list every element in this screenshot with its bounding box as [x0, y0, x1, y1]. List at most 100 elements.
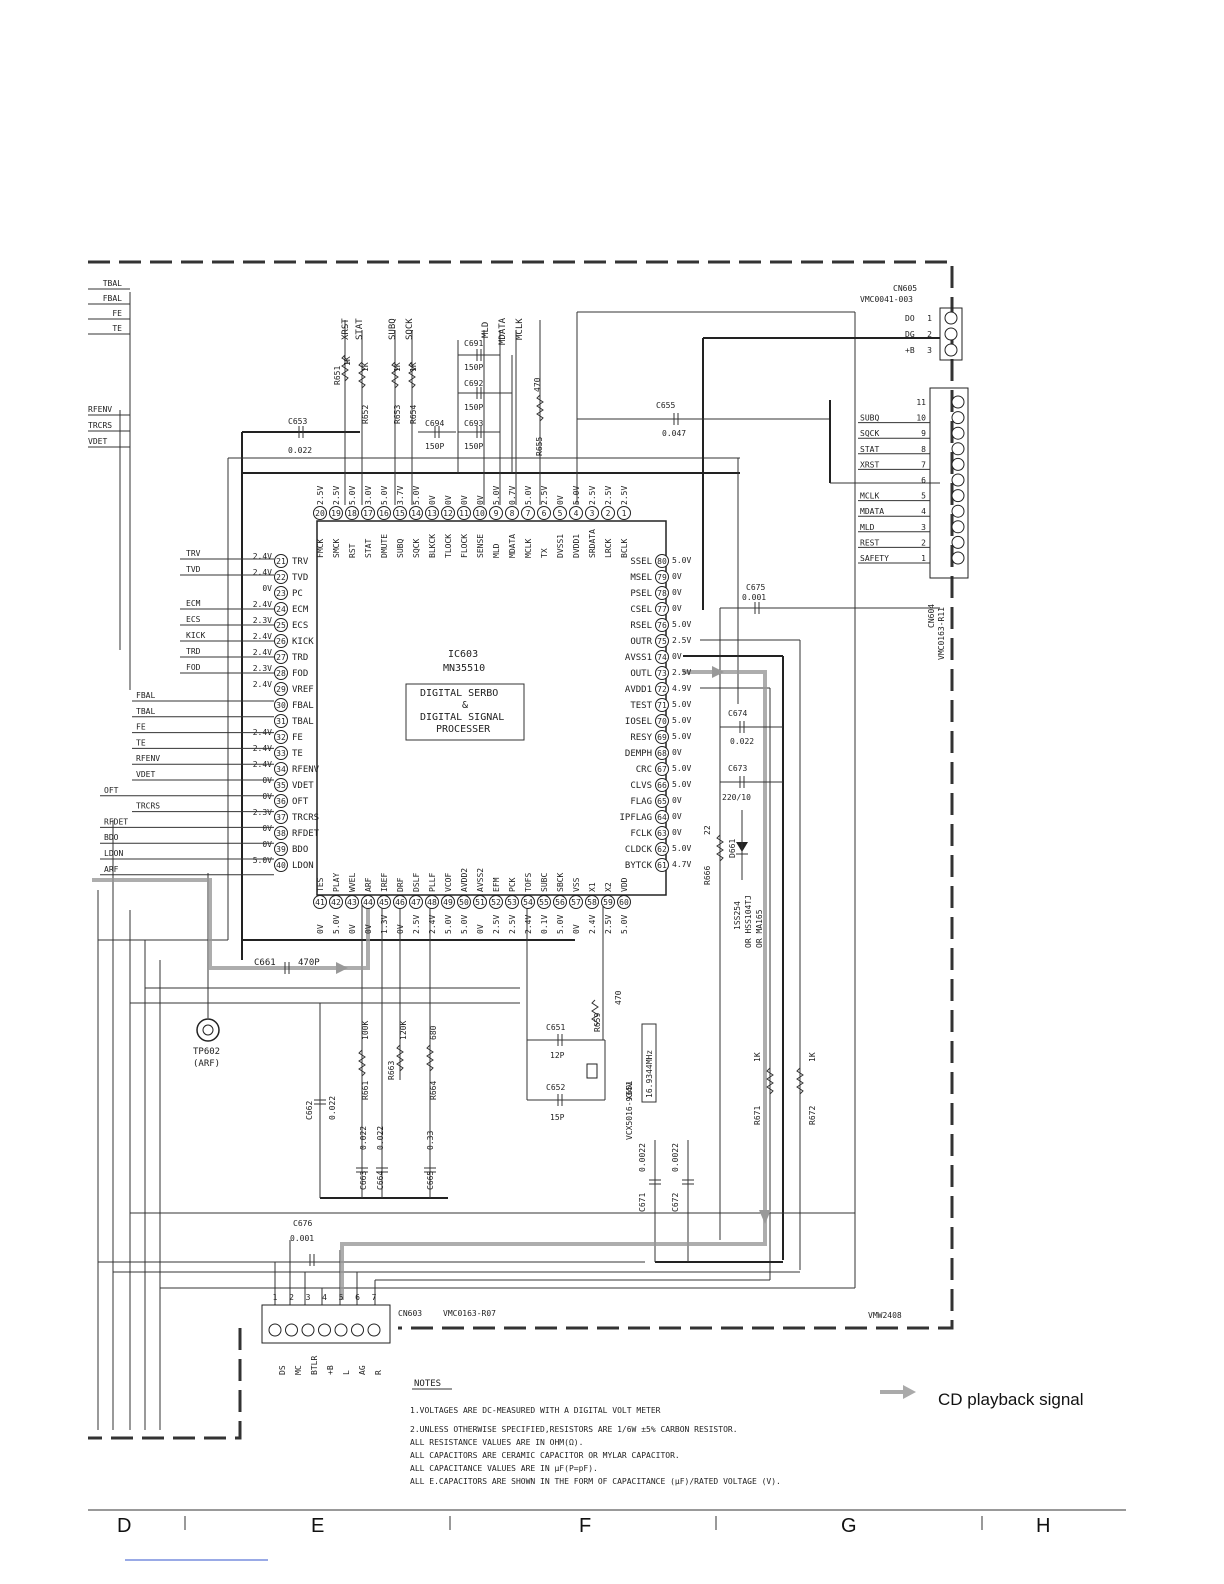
- ic-pin-number: 76: [657, 621, 667, 630]
- ic-pin-name: ECS: [292, 621, 308, 631]
- r653-ref: R653: [393, 405, 402, 424]
- r654-value: 1K: [409, 362, 418, 372]
- ic-pin-34: [274, 762, 288, 776]
- ic-pin-59: [601, 895, 615, 909]
- cn603-pin: [268, 1323, 282, 1337]
- ic-pin-number: 27: [276, 653, 286, 662]
- ic-pin-number: 14: [411, 509, 421, 518]
- ic-pin-48: [425, 895, 439, 909]
- ic-pin-number: 10: [475, 509, 485, 518]
- ic-pin-voltage: 0V: [672, 588, 682, 597]
- ic-pin-33: [274, 746, 288, 760]
- c661-ref: C661: [254, 958, 276, 968]
- cn605-pin-number: 3: [927, 346, 932, 355]
- c662-ref: C662: [305, 1101, 314, 1120]
- ic-pin-voltage: 2.5V: [332, 486, 341, 505]
- ic603-body: [316, 520, 667, 896]
- cn604-pin-number: 10: [916, 414, 926, 423]
- c676-value: 0.001: [290, 1234, 314, 1243]
- cn604-pin-number: 2: [921, 538, 926, 547]
- ic-pin-voltage: 5.0V: [620, 915, 629, 934]
- ic-pin-voltage: 0V: [672, 812, 682, 821]
- cn603-pin: [334, 1323, 348, 1337]
- c655-value: 0.047: [662, 429, 686, 438]
- cn603-pin-number: 3: [306, 1293, 311, 1302]
- ic-pin-61: [655, 858, 669, 872]
- d661-ref: D661: [728, 839, 737, 858]
- cn604-pin-name: MLD: [860, 523, 875, 532]
- ic-pin-number: 8: [510, 509, 515, 518]
- ic-pin-name: RST: [348, 543, 357, 558]
- ic-pin-voltage: 0V: [556, 495, 565, 505]
- ic-pin-46: [393, 895, 407, 909]
- cn603-ref: CN603: [398, 1309, 422, 1318]
- r654-ref: R654: [409, 405, 418, 424]
- ic-pin-69: [655, 730, 669, 744]
- c674-ref: C674: [728, 709, 747, 718]
- cn605-pin: [944, 327, 958, 341]
- c691-value: 150P: [464, 363, 483, 372]
- ic-pin-number: 20: [315, 509, 325, 518]
- ic-pin-number: 52: [491, 898, 501, 907]
- cn604-pin: [951, 411, 965, 425]
- cn604-pin-number: 1: [921, 554, 926, 563]
- ic-pin-number: 40: [276, 861, 286, 870]
- ic-pin-26: [274, 634, 288, 648]
- ic-pin-name: CRC: [636, 765, 652, 775]
- ic-pin-name: SUBQ: [396, 539, 405, 558]
- cn604-pin-name: MCLK: [860, 492, 879, 501]
- ic-pin-name: MDATA: [508, 534, 517, 558]
- ic-pin-13: [425, 506, 439, 520]
- ic-pin-number: 5: [558, 509, 563, 518]
- ic-pin-2: [601, 506, 615, 520]
- cn603-pin-number: 6: [355, 1293, 360, 1302]
- cn605-ref: CN605: [893, 284, 917, 293]
- grid-col-f: F: [579, 1515, 591, 1537]
- c665-ref: C665: [426, 1171, 435, 1190]
- ic-pin-number: 56: [555, 898, 565, 907]
- ic-pin-24: [274, 602, 288, 616]
- ic-pin-number: 42: [331, 898, 341, 907]
- cn604-connector: 1110SUBQ9SQCK8STAT7XRST65MCLK4MDATA3MLD2…: [858, 387, 969, 660]
- ic-pin-number: 62: [657, 845, 667, 854]
- r661-ref: R661: [361, 1081, 370, 1100]
- d661-alt: OR HSS104TJ: [744, 895, 753, 948]
- ic-pin-voltage: 0V: [364, 924, 373, 934]
- ic-pin-name: AVDD1: [625, 685, 652, 695]
- cn603-pin: [301, 1323, 315, 1337]
- ic-pin-65: [655, 794, 669, 808]
- ic603-ref: IC603: [448, 649, 478, 660]
- x651-part: VCX5016-934V: [625, 1082, 634, 1140]
- ic-pin-49: [441, 895, 455, 909]
- cn603-pin-number: 2: [289, 1293, 294, 1302]
- ic-pin-number: 21: [276, 557, 286, 566]
- ic-pin-name: LDON: [292, 861, 314, 871]
- ic-pin-name: CSEL: [630, 605, 652, 615]
- ic-pin-number: 74: [657, 653, 667, 662]
- ic-pin-number: 34: [276, 765, 286, 774]
- ic-pin-number: 12: [443, 509, 453, 518]
- net-label: RFDET: [104, 817, 128, 826]
- ic-pin-name: TVD: [292, 573, 308, 583]
- net-label: LDON: [104, 849, 123, 858]
- ic-pin-name: DMUTE: [380, 534, 389, 558]
- ic-pin-voltage: 5.0V: [524, 486, 533, 505]
- ic-pin-47: [409, 895, 423, 909]
- cn604-pin-number: 7: [921, 460, 926, 469]
- c676-ref: C676: [293, 1219, 312, 1228]
- ic-pin-name: MSEL: [630, 573, 652, 583]
- ic-pin-voltage: 0V: [262, 792, 272, 801]
- c693-value: 150P: [464, 442, 483, 451]
- ic-pin-voltage: 4.7V: [672, 860, 691, 869]
- ic-pin-21: [274, 554, 288, 568]
- ic-pin-71: [655, 698, 669, 712]
- cn603-pin-name: DS: [278, 1365, 287, 1375]
- cn604-pin-number: 8: [921, 445, 926, 454]
- ic-pin-77: [655, 602, 669, 616]
- c663-value: 0.022: [359, 1126, 368, 1150]
- ic-pin-name: BYTCK: [625, 861, 653, 871]
- net-label: MLD: [481, 322, 491, 338]
- ic-pin-28: [274, 666, 288, 680]
- ic-pin-number: 30: [276, 701, 286, 710]
